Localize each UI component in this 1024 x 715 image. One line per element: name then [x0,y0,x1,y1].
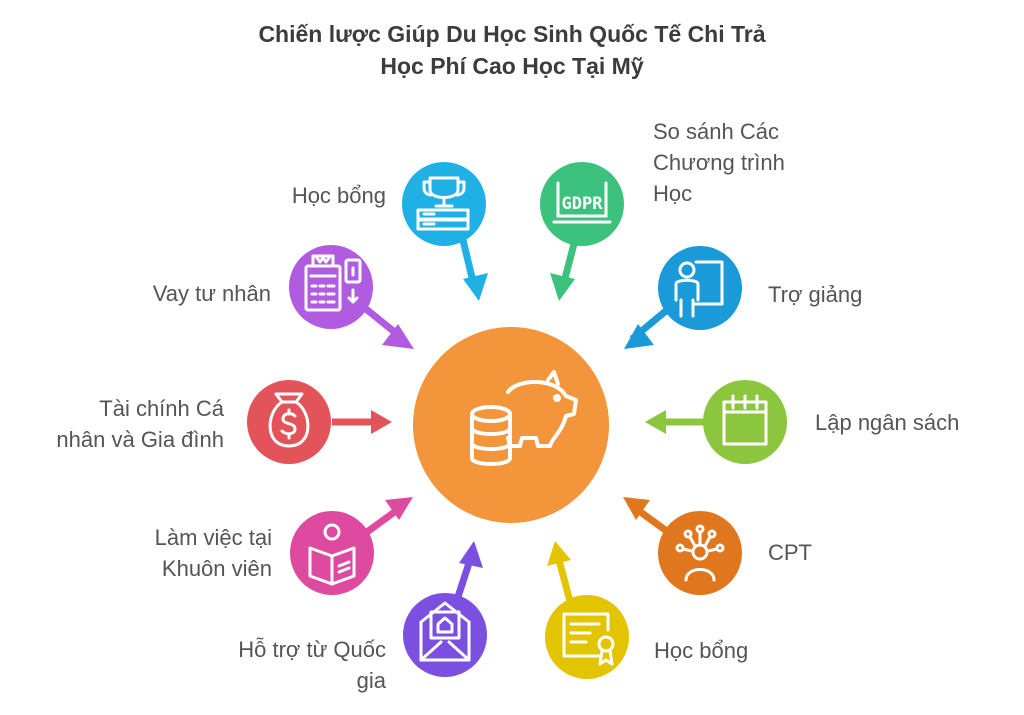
label-personal-family-finance: Tài chính Cá nhân và Gia đình [56,396,224,452]
label-national-support: Hỗ trợ từ Quốc gia [238,637,386,693]
svg-text:GDPR: GDPR [562,194,604,214]
teacher-board-icon [674,260,724,318]
node-national-support [403,541,487,677]
piggy-bank-coins-icon [470,370,578,466]
node-compare-programs: GDPR [540,162,624,301]
diagram-title: Chiến lược Giúp Du Học Sinh Quốc Tế Chi … [0,18,1024,82]
label-cpt: CPT [768,540,812,565]
node-budgeting [645,380,787,464]
calculator-card-icon [304,254,362,312]
calendar-icon [722,394,768,446]
mail-home-icon [419,601,471,662]
gdpr-icon: GDPR [552,181,612,224]
label-compare-programs: So sánh Các Chương trình Học [653,119,785,206]
money-bag-icon [268,392,310,448]
certificate-icon [562,612,615,666]
node-campus-work [290,497,413,595]
node-teaching-assistant [624,246,742,349]
title-line-2: Học Phí Cao Học Tại Mỹ [380,53,644,79]
node-cpt [623,497,742,595]
label-private-loan: Vay tư nhân [152,281,271,306]
node-scholarship-bottom [545,541,629,679]
trophy-books-icon [416,176,470,231]
center-node [413,327,609,523]
reading-person-icon [308,523,356,586]
label-scholarship-bottom: Học bổng [654,638,749,663]
label-scholarship-top: Học bổng [291,183,386,208]
label-campus-work: Làm việc tại Khuôn viên [154,525,272,581]
node-scholarship-top [402,162,488,301]
network-person-icon [675,524,725,582]
title-line-1: Chiến lược Giúp Du Học Sinh Quốc Tế Chi … [258,21,766,47]
label-teaching-assistant: Trợ giảng [768,282,863,307]
node-private-loan [289,245,414,349]
label-budgeting: Lập ngân sách [815,410,960,435]
node-personal-family-finance [247,380,392,464]
